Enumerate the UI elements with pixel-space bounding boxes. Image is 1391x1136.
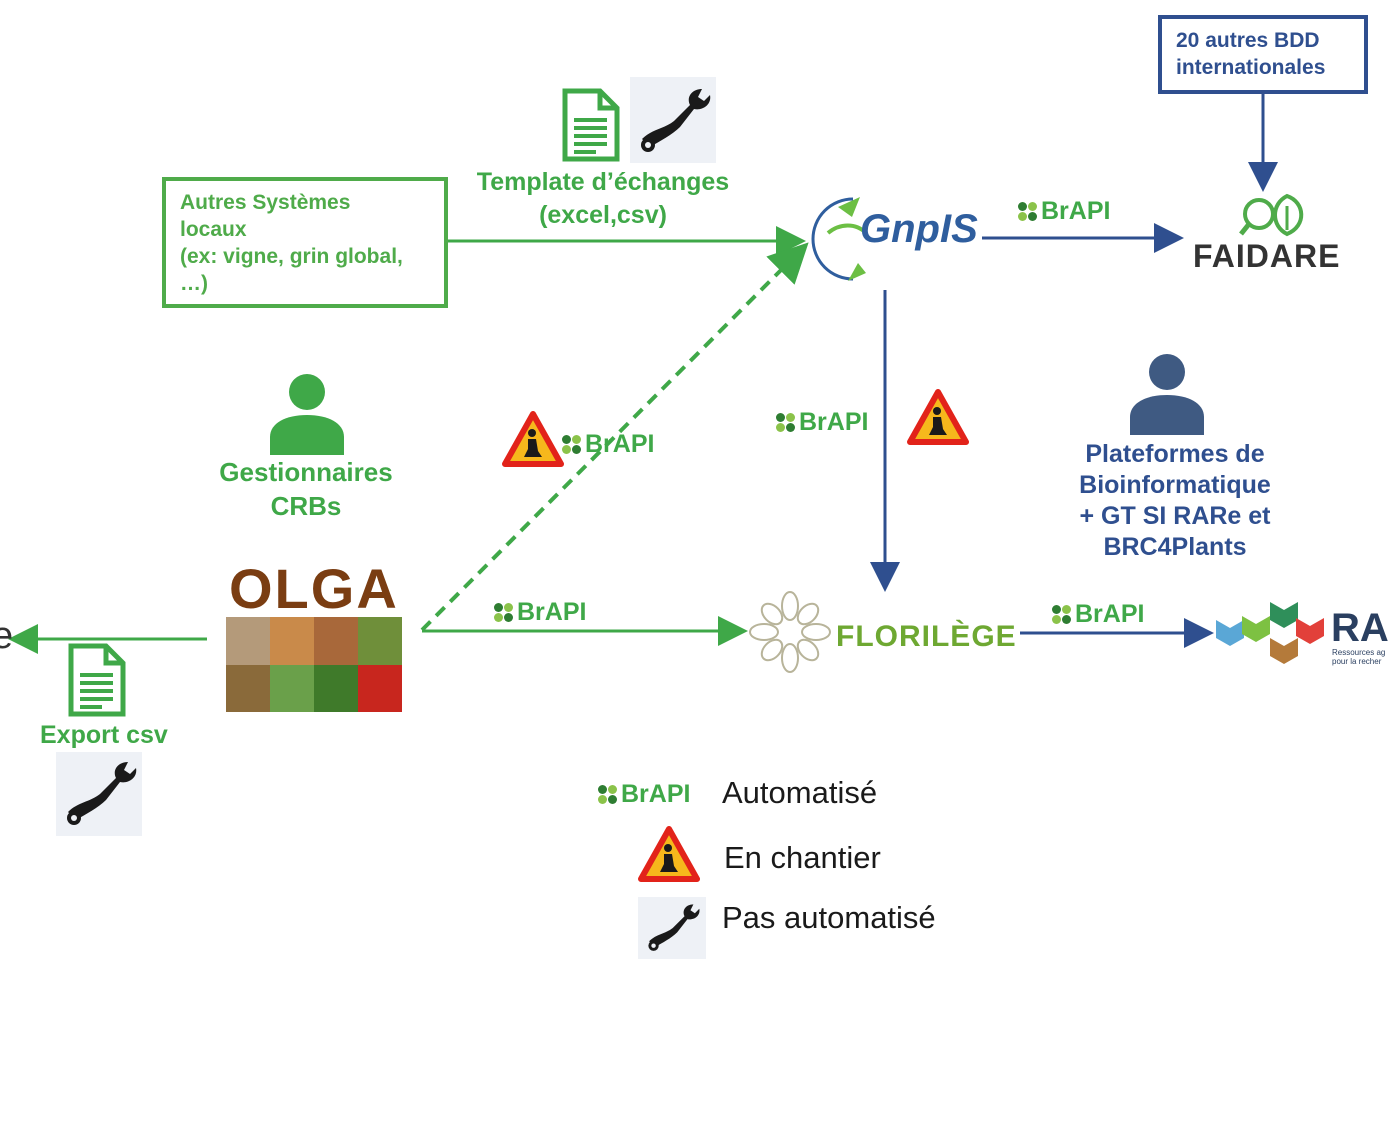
florilege-name: FLORILÈGE	[836, 620, 1017, 653]
plateformes-person-icon	[1128, 353, 1206, 440]
gnpis-name: GnpIS	[860, 207, 978, 251]
gnpis-logo: GnpIS	[808, 193, 978, 285]
other-systems-line2: locaux	[180, 218, 247, 241]
other-databases-line2: internationales	[1176, 56, 1326, 79]
brapi-label: BrAPI	[799, 408, 869, 436]
rare-sub1: Ressources ag	[1332, 648, 1386, 657]
brapi-clover-icon	[1052, 604, 1072, 625]
template-label: Template d’échanges (excel,csv)	[462, 166, 744, 232]
template-label-line2: (excel,csv)	[539, 201, 667, 229]
roadwork-warning-icon	[907, 389, 969, 450]
faidare-logo: FAIDARE	[1190, 188, 1340, 278]
plateformes-label: Plateformes de Bioinformatique + GT SI R…	[1040, 439, 1310, 563]
brapi-clover-icon	[1018, 201, 1038, 222]
rare-name: RAI	[1331, 606, 1391, 650]
brapi-clover-icon	[494, 602, 514, 623]
gestionnaires-person-icon	[268, 373, 346, 460]
other-databases-box: 20 autres BDD internationales	[1158, 15, 1368, 94]
brapi-clover-icon	[562, 434, 582, 455]
brapi-gnpis-florilege: BrAPI	[776, 408, 868, 437]
legend-in-progress-text: En chantier	[724, 840, 881, 875]
plateformes-line1: Plateformes de	[1085, 440, 1265, 468]
template-label-line1: Template d’échanges	[476, 168, 730, 196]
legend-automated-text: Automatisé	[722, 775, 878, 810]
brapi-label: BrAPI	[517, 598, 587, 626]
brapi-clover-icon	[776, 412, 796, 433]
export-document-icon	[68, 643, 126, 722]
legend-roadwork-warning-icon	[638, 826, 700, 887]
legend-wrench-icon	[638, 897, 706, 959]
template-document-icon	[562, 88, 620, 167]
brapi-olga-gnpis: BrAPI	[562, 430, 654, 459]
gestionnaires-label: Gestionnaires CRBs	[196, 455, 416, 523]
legend-brapi-marker: BrAPI	[598, 780, 690, 809]
other-systems-line1: Autres Systèmes	[180, 191, 351, 214]
olga-photo-collage	[226, 617, 402, 712]
left-cutoff-text: e	[0, 615, 14, 657]
other-systems-line3: (ex: vigne, grin global,	[180, 245, 403, 268]
plateformes-line4: BRC4Plants	[1103, 533, 1247, 561]
brapi-olga-florilege: BrAPI	[494, 598, 586, 627]
legend-not-automated-text: Pas automatisé	[722, 900, 936, 935]
florilege-logo: FLORILÈGE	[748, 590, 1024, 676]
export-wrench-icon	[56, 752, 142, 836]
rare-sub2: pour la recher	[1332, 657, 1382, 666]
faidare-name: FAIDARE	[1193, 238, 1341, 274]
export-label: Export csv	[40, 721, 168, 749]
rare-logo: RAI Ressources ag pour la recher	[1214, 600, 1391, 670]
brapi-label: BrAPI	[1041, 197, 1111, 225]
brapi-gnpis-faidare: BrAPI	[1018, 197, 1110, 226]
edge-olga-gnpis	[420, 242, 809, 632]
brapi-label: BrAPI	[585, 430, 655, 458]
template-wrench-icon	[630, 77, 716, 163]
gestionnaires-line1: Gestionnaires	[219, 457, 393, 487]
plateformes-line3: + GT SI RARe et	[1079, 502, 1271, 530]
other-systems-box: Autres Systèmes locaux (ex: vigne, grin …	[162, 177, 448, 308]
brapi-florilege-rare: BrAPI	[1052, 600, 1144, 629]
gestionnaires-line2: CRBs	[270, 491, 342, 521]
other-databases-line1: 20 autres BDD	[1176, 29, 1320, 52]
roadwork-warning-icon	[502, 411, 564, 472]
legend-brapi-label: BrAPI	[621, 780, 691, 808]
brapi-clover-icon	[598, 784, 618, 805]
olga-name: OLGA	[229, 557, 399, 620]
plateformes-line2: Bioinformatique	[1079, 471, 1271, 499]
brapi-label: BrAPI	[1075, 600, 1145, 628]
other-systems-line4: …)	[180, 272, 208, 295]
